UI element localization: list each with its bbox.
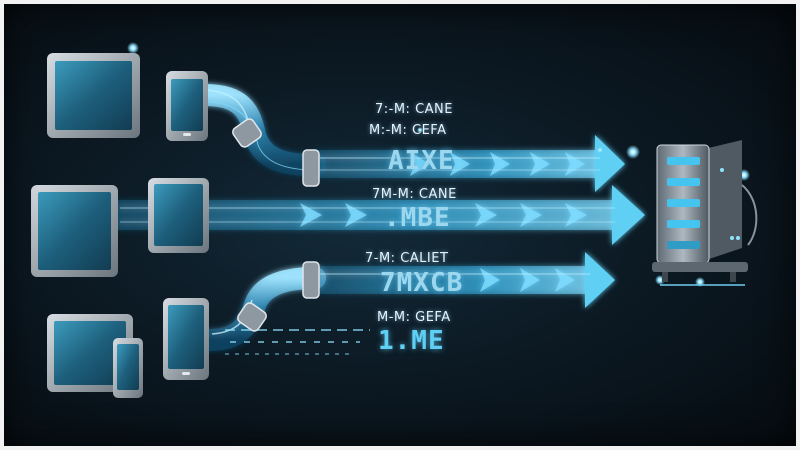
coupling-icon xyxy=(232,118,320,332)
data-stream-1 xyxy=(315,135,625,192)
phone-icon xyxy=(163,298,209,380)
server-icon xyxy=(652,140,758,286)
stream-4-big-label: 1.ME xyxy=(378,326,445,356)
stream-1-big-label: AIXE xyxy=(388,146,455,176)
phone-icon xyxy=(166,71,208,141)
tablet-icon xyxy=(31,185,118,277)
stream-4-top-label: M-M: GEFA xyxy=(377,310,451,325)
stream-2-big-label: .MBE xyxy=(384,203,451,233)
stream-3-big-label: 7MXCB xyxy=(380,268,464,298)
stream-3-top-label: 7-M: CALIET xyxy=(365,251,449,266)
stream-1-mid-label: M:-M: CEFA xyxy=(369,123,447,138)
tablet-icon xyxy=(47,53,140,138)
stream-2-top-label: 7M-M: CANE xyxy=(372,187,457,202)
phone-icon xyxy=(113,338,143,398)
tablet-icon xyxy=(148,178,209,253)
data-stream-4 xyxy=(225,329,370,355)
stream-1-top-label: 7:-M: CANE xyxy=(375,102,453,117)
sparkles xyxy=(127,42,750,287)
data-stream-3 xyxy=(315,252,615,308)
tablet-icon xyxy=(47,314,133,392)
